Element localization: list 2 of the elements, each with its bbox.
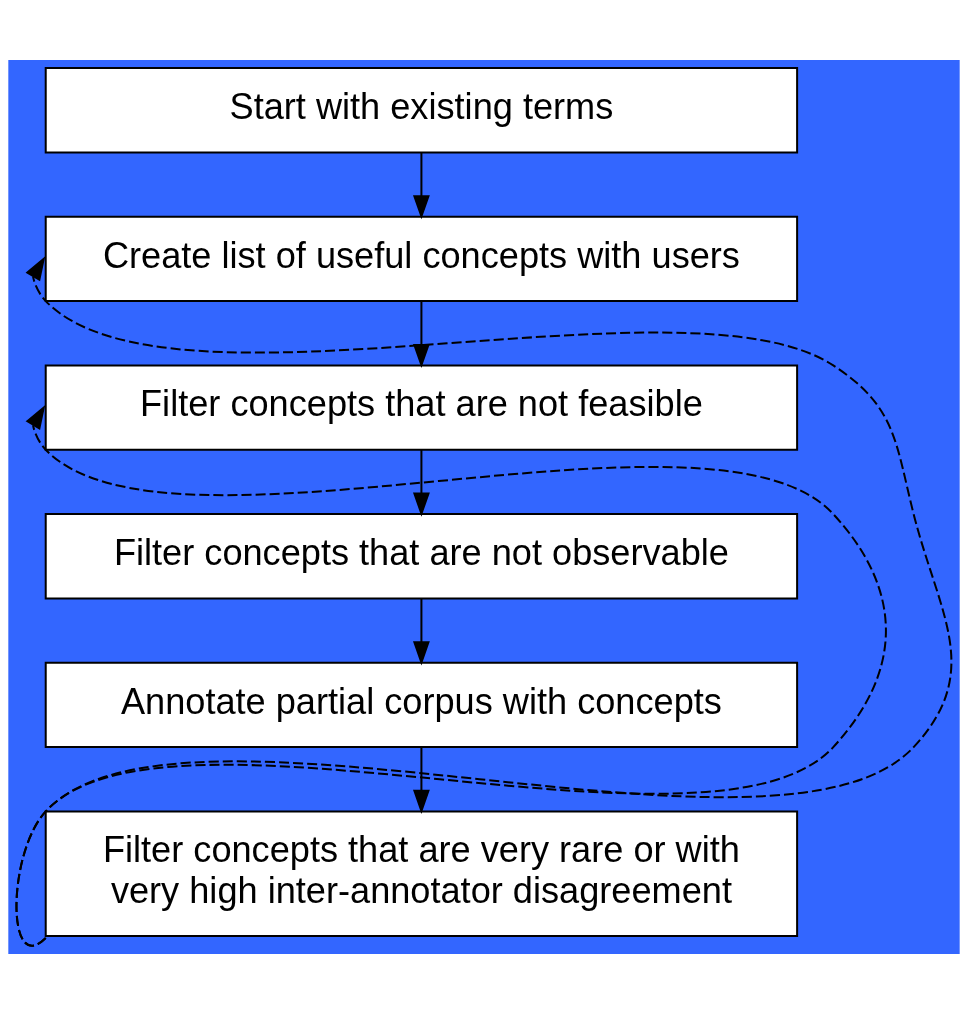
arrow — [412, 152, 430, 219]
node-box: Start with existing terms — [44, 66, 799, 153]
